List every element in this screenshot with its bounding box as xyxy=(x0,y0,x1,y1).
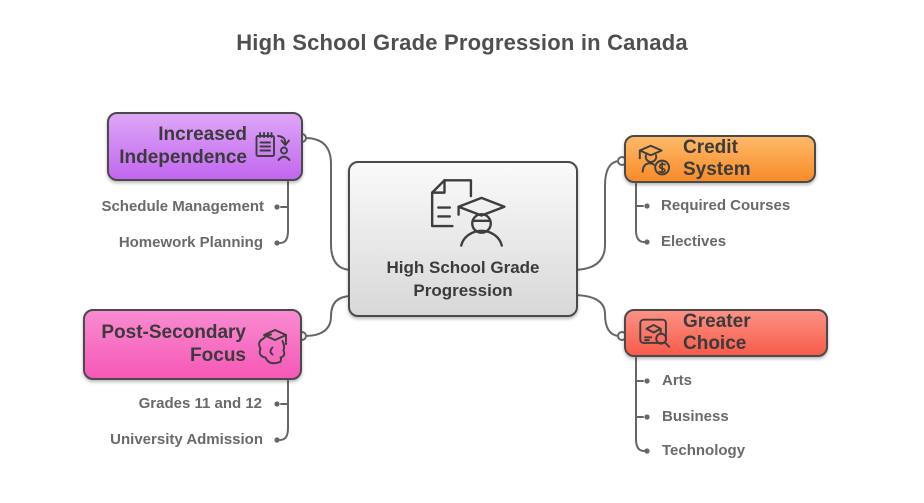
subtopic-arts[interactable]: Arts xyxy=(662,372,693,389)
subtopic-business[interactable]: Business xyxy=(662,408,729,425)
subtopic-links xyxy=(280,182,644,451)
subtopic-required-courses[interactable]: Required Courses xyxy=(661,197,791,214)
graduate-head-icon xyxy=(252,325,288,365)
branch-label: Post-Secondary Focus xyxy=(101,322,246,366)
subtopic-electives[interactable]: Electives xyxy=(661,233,727,250)
subtopic-homework-planning[interactable]: Homework Planning xyxy=(118,234,263,251)
central-node-label: High School Grade Progression xyxy=(386,258,540,300)
branch-label: Credit System xyxy=(683,136,751,180)
subtopic-grades-11-and-12[interactable]: Grades 11 and 12 xyxy=(138,395,262,412)
clipboard-person-icon xyxy=(253,129,293,165)
branch-node-post-secondary-focus[interactable]: Post-Secondary Focus xyxy=(83,309,302,380)
branch-label: Increased Independence xyxy=(119,124,247,168)
branch-node-increased-independence[interactable]: Increased Independence xyxy=(107,112,303,181)
central-node[interactable]: High School Grade Progression xyxy=(348,161,578,317)
subtopic-technology[interactable]: Technology xyxy=(662,442,746,459)
subtopic-schedule-management[interactable]: Schedule Management xyxy=(101,198,264,215)
document-graduate-icon xyxy=(413,175,513,249)
main-links xyxy=(304,138,619,336)
branch-label: Greater Choice xyxy=(683,310,751,354)
link-dots xyxy=(274,203,650,454)
branch-node-greater-choice[interactable]: Greater Choice xyxy=(624,309,828,357)
diagram-title: High School Grade Progression in Canada xyxy=(236,30,688,55)
certificate-search-icon xyxy=(636,315,674,351)
branch-node-credit-system[interactable]: Credit System xyxy=(624,135,816,183)
graduate-dollar-icon xyxy=(638,141,674,177)
subtopic-university-admission[interactable]: University Admission xyxy=(110,431,263,448)
